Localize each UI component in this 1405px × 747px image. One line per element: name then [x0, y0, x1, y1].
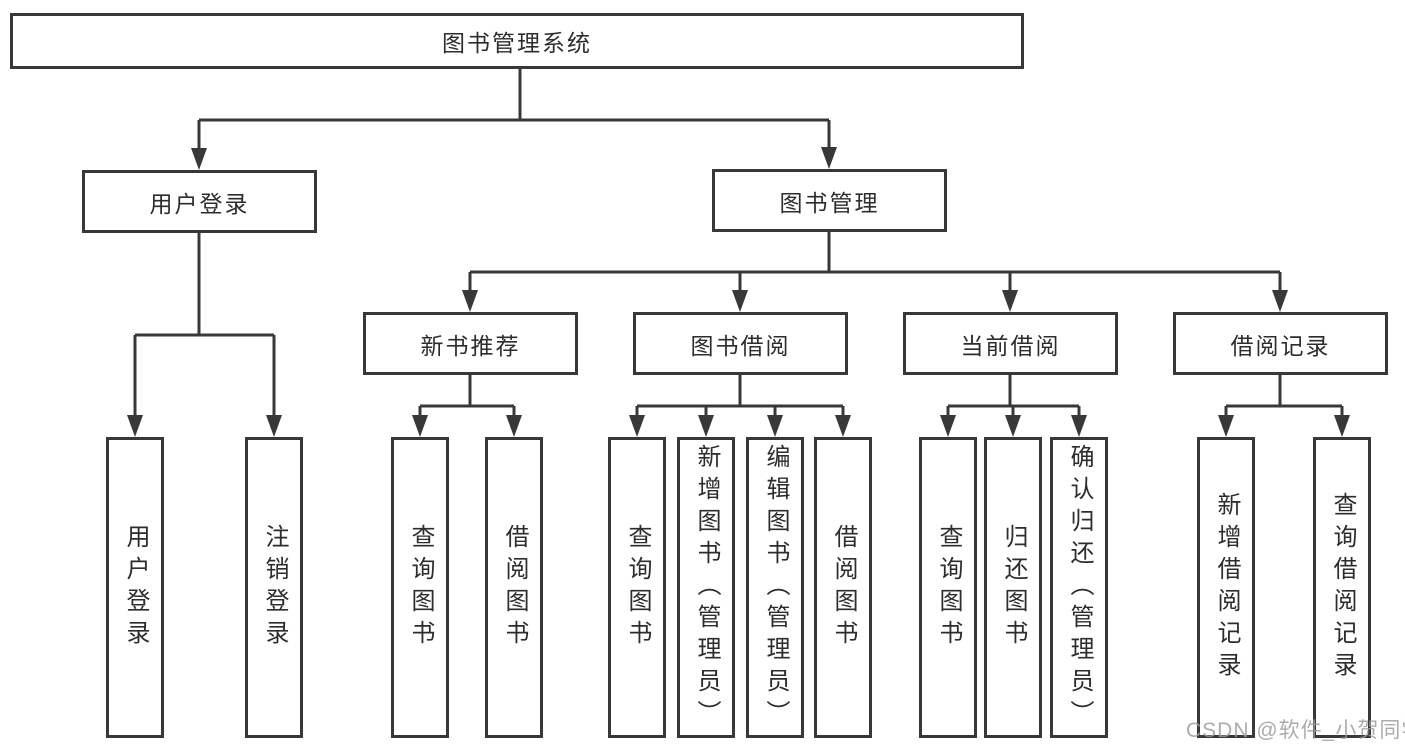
leaf-label: 新增借阅记录	[1213, 491, 1240, 684]
arrowhead-icon	[462, 290, 478, 312]
leaf-label: 新增图书（管理员）	[693, 443, 720, 732]
node-book-management: 图书管理	[712, 169, 947, 232]
leaf-add-borrow-record: 新增借阅记录	[1197, 437, 1255, 738]
arrowhead-icon	[1272, 290, 1288, 312]
arrowhead-icon	[732, 290, 748, 312]
node-current-borrow: 当前借阅	[903, 312, 1118, 375]
leaf-label: 确认归还（管理员）	[1066, 443, 1093, 732]
node-user-login: 用户登录	[82, 170, 317, 233]
node-borrow-records: 借阅记录	[1173, 312, 1388, 375]
arrowhead-icon	[191, 148, 207, 170]
leaf-return-book: 归还图书	[984, 437, 1042, 738]
node-library-system: 图书管理系统	[10, 13, 1024, 69]
leaf-edit-book-admin: 编辑图书（管理员）	[746, 437, 804, 738]
arrowhead-icon	[835, 415, 851, 437]
leaf-label: 注销登录	[261, 523, 288, 652]
csdn-watermark: CSDN @软件_小贺同学	[1186, 719, 1405, 742]
leaf-label: 查询图书	[624, 523, 651, 652]
arrowhead-icon	[1005, 415, 1021, 437]
leaf-label: 查询图书	[407, 523, 434, 652]
node-label: 图书管理系统	[442, 30, 592, 56]
leaf-query-books-recommend: 查询图书	[391, 437, 449, 738]
leaf-label: 借阅图书	[501, 523, 528, 652]
leaf-borrow-books-recommend: 借阅图书	[485, 437, 543, 738]
node-new-book-recommend: 新书推荐	[363, 312, 578, 375]
leaf-label: 借阅图书	[830, 523, 857, 652]
leaf-query-borrow-record: 查询借阅记录	[1313, 437, 1371, 738]
leaf-add-book-admin: 新增图书（管理员）	[677, 437, 735, 738]
arrowhead-icon	[1002, 290, 1018, 312]
arrowhead-icon	[127, 415, 143, 437]
leaf-borrow-books: 借阅图书	[814, 437, 872, 738]
arrowhead-icon	[1071, 415, 1087, 437]
leaf-logout: 注销登录	[245, 437, 303, 738]
node-label: 用户登录	[149, 190, 250, 217]
arrowhead-icon	[266, 415, 282, 437]
node-label: 当前借阅	[960, 332, 1061, 359]
leaf-query-books-borrow: 查询图书	[608, 437, 666, 738]
leaf-confirm-return-admin: 确认归还（管理员）	[1050, 437, 1108, 738]
arrowhead-icon	[767, 415, 783, 437]
arrowhead-icon	[698, 415, 714, 437]
arrowhead-icon	[412, 415, 428, 437]
leaf-label: 用户登录	[122, 523, 149, 652]
node-label: 新书推荐	[420, 332, 521, 359]
leaf-query-books-current: 查询图书	[919, 437, 977, 738]
leaf-user-login: 用户登录	[106, 437, 164, 738]
connector-lines	[133, 69, 1344, 419]
node-label: 借阅记录	[1230, 332, 1331, 359]
arrowhead-icon	[629, 415, 645, 437]
arrowhead-icon	[821, 147, 837, 169]
leaf-label: 查询借阅记录	[1329, 491, 1356, 684]
leaf-label: 编辑图书（管理员）	[762, 443, 789, 732]
arrowhead-icon	[940, 415, 956, 437]
leaf-label: 查询图书	[935, 523, 962, 652]
node-book-borrow: 图书借阅	[633, 312, 848, 375]
arrowhead-icon	[1218, 415, 1234, 437]
leaf-label: 归还图书	[1000, 523, 1027, 652]
node-label: 图书管理	[779, 189, 880, 216]
node-label: 图书借阅	[690, 332, 791, 359]
arrowhead-icon	[506, 415, 522, 437]
arrowheads	[127, 147, 1350, 437]
arrowhead-icon	[1334, 415, 1350, 437]
